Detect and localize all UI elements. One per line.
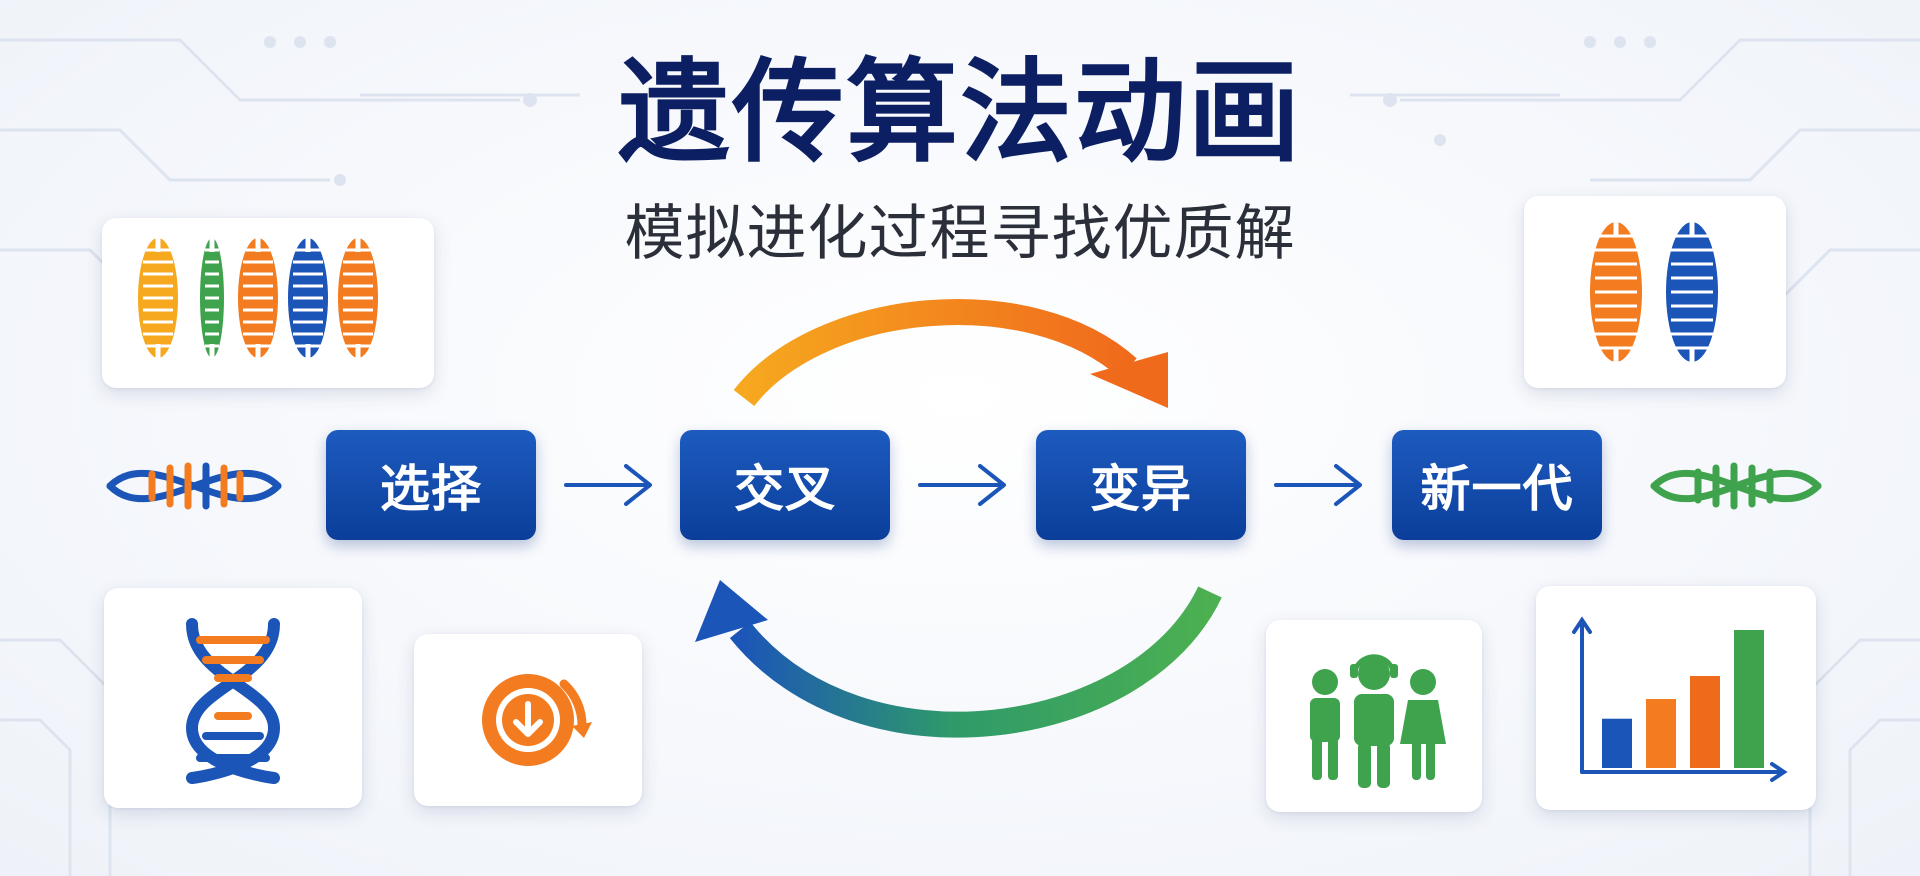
step-crossover[interactable]: 交叉 — [680, 430, 890, 540]
mutation-cycle-icon — [482, 674, 592, 766]
page-subtitle: 模拟进化过程寻找优质解 — [624, 199, 1296, 269]
dna-double-helix-icon — [185, 618, 281, 784]
dna-helix-icon-green — [1650, 462, 1822, 510]
step-mutation[interactable]: 变异 — [1036, 430, 1246, 540]
step-selection[interactable]: 选择 — [326, 430, 536, 540]
fitness-bar-chart-icon — [1572, 616, 1788, 782]
chromosome-group-card — [102, 218, 434, 388]
dna-helix-icon — [106, 462, 282, 510]
population-card — [1266, 620, 1482, 812]
mutation-card — [414, 634, 642, 806]
dna-card — [104, 588, 362, 808]
step-new-generation[interactable]: 新一代 — [1392, 430, 1602, 540]
chromosome-group-icon — [138, 236, 378, 360]
fitness-bar — [1646, 699, 1676, 768]
chromosome-pair-card — [1524, 196, 1786, 388]
population-icon — [1310, 654, 1446, 788]
fitness-bar — [1734, 630, 1764, 768]
chromosome-pair-icon — [1590, 220, 1718, 364]
page-title: 遗传算法动画 — [618, 48, 1302, 178]
fitness-bar — [1602, 718, 1632, 768]
fitness-bar — [1690, 676, 1720, 768]
fitness-chart-card — [1536, 586, 1816, 810]
